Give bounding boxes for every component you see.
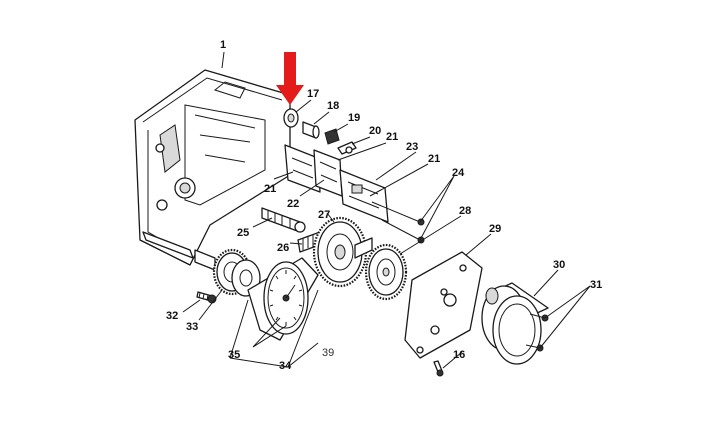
callout-23: 23 <box>406 141 418 153</box>
callout-34: 34 <box>279 360 292 372</box>
leader-lines <box>182 51 591 369</box>
callout-17: 17 <box>307 88 319 100</box>
callout-24: 24 <box>452 167 465 179</box>
callout-30: 30 <box>553 259 565 271</box>
callout-1: 1 <box>220 39 226 51</box>
pin-part-20 <box>337 141 357 155</box>
plate-part-23 <box>339 169 389 223</box>
dial-plate-part-34 <box>247 257 319 341</box>
callout-29: 29 <box>489 223 501 235</box>
collar-part-18 <box>302 121 320 139</box>
callout-31: 31 <box>590 279 602 291</box>
gear-part-28 <box>364 243 408 301</box>
callout-20: 20 <box>369 125 381 137</box>
callout-21-right: 21 <box>428 153 440 165</box>
callout-25: 25 <box>237 227 249 239</box>
callout-16: 16 <box>453 349 465 361</box>
housing-part-1 <box>134 69 291 266</box>
motor-part-30 <box>481 282 549 365</box>
screw-part-16 <box>433 360 444 377</box>
callout-35: 35 <box>228 349 240 361</box>
callout-33: 33 <box>186 321 198 333</box>
callout-19: 19 <box>348 112 360 124</box>
down-arrow-icon <box>276 52 304 105</box>
callout-labels: 1 17 18 19 20 21 23 21 24 21 22 28 27 25… <box>166 39 602 372</box>
callout-39: 39 <box>322 347 334 359</box>
callout-18: 18 <box>327 100 339 112</box>
plate-part-21 <box>284 144 343 197</box>
callout-22: 22 <box>287 198 299 210</box>
callout-28: 28 <box>459 205 471 217</box>
callout-21-left: 21 <box>264 183 276 195</box>
callout-26: 26 <box>277 242 289 254</box>
gear-part-27 <box>312 216 373 288</box>
bushing-part-17 <box>283 108 299 128</box>
callout-32: 32 <box>166 310 178 322</box>
callout-27: 27 <box>318 209 330 221</box>
bracket-part-29 <box>404 251 483 359</box>
callout-21-top: 21 <box>386 131 398 143</box>
shaft-part-25 <box>261 207 306 233</box>
spring-part-19 <box>324 128 340 145</box>
